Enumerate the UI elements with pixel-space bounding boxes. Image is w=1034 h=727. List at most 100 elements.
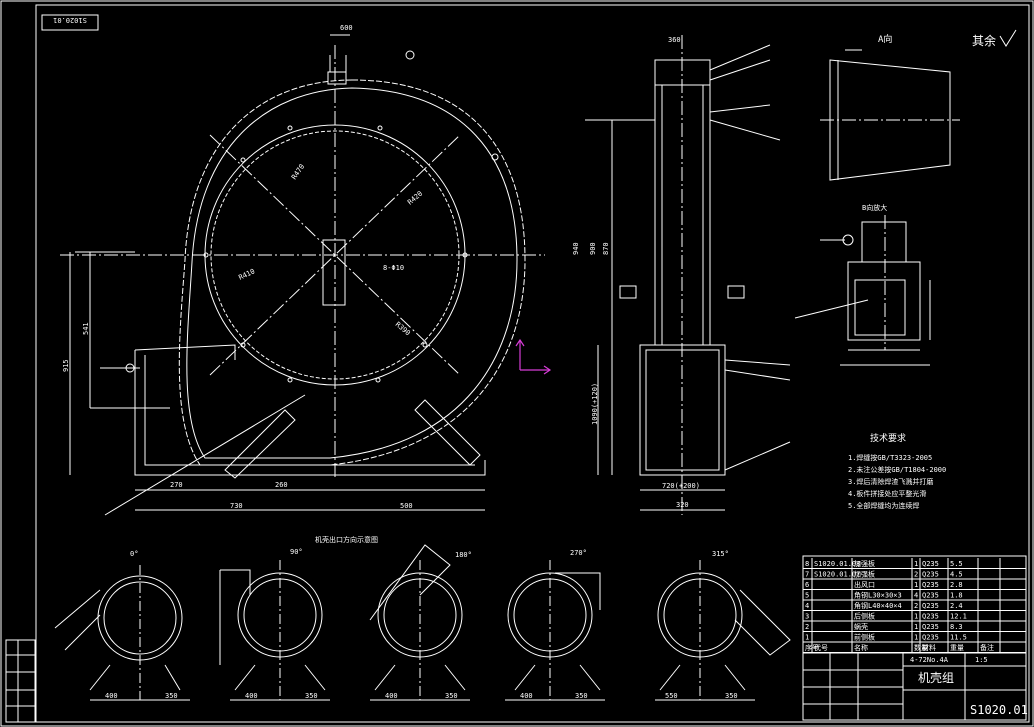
tech-note-1: 1.焊缝按GB/T3323-2005 — [848, 453, 932, 462]
small-view-1-dim-a: 400 — [245, 692, 258, 700]
side-bottom-1: 720(+200) — [662, 482, 700, 490]
side-bottom-2: 320 — [676, 501, 689, 509]
small-view-0-angle: 0° — [130, 550, 138, 558]
small-view-3 — [505, 560, 605, 701]
parts-cell: 4 — [914, 592, 918, 600]
small-view-2-angle: 180° — [455, 551, 472, 559]
parts-cell: 2.4 — [950, 602, 963, 610]
inner-border — [35, 4, 1030, 723]
parts-cell: 后侧板 — [854, 612, 875, 621]
section-label-b: B向放大 — [862, 203, 887, 212]
parts-cell: 11.5 — [950, 634, 967, 642]
scale: 1:5 — [975, 656, 988, 664]
dim-bottom-total-right: 500 — [400, 502, 413, 510]
tech-note-4: 4.板件拼接处应平整光滑 — [848, 489, 926, 498]
parts-cell: S1020.01.07 — [814, 571, 860, 579]
small-view-3-dim-b: 350 — [575, 692, 588, 700]
parts-cell: Q235 — [922, 592, 939, 600]
small-view-2 — [369, 544, 470, 701]
main-view-labels: 600 915 541 270 260 730 500 R470 R420 R4… — [62, 24, 424, 510]
parts-cell: 1 — [805, 634, 809, 642]
parts-header-cell: 名称 — [854, 643, 868, 652]
small-view-3-dim-a: 400 — [520, 692, 533, 700]
parts-header-cell: 重量 — [950, 644, 964, 652]
dim-height-left: 915 — [62, 359, 70, 372]
parts-cell: 6 — [805, 581, 809, 589]
parts-cell: Q235 — [922, 602, 939, 610]
remark-label: 其余 — [972, 33, 996, 48]
drawing-name: 机壳组 — [918, 671, 954, 685]
parts-cell: 1 — [914, 623, 918, 631]
dim-top-width: 600 — [340, 24, 353, 32]
side-height-3: 870 — [602, 242, 610, 255]
tech-note-2: 2.未注公差按GB/T1804-2000 — [848, 465, 946, 474]
dim-bottom-1: 270 — [170, 481, 183, 489]
parts-cell: 7 — [805, 571, 809, 579]
left-margin-table — [5, 639, 36, 723]
parts-cell: 加强板 — [854, 559, 875, 568]
small-view-2-dim-a: 400 — [385, 692, 398, 700]
parts-cell: 出风口 — [854, 580, 875, 589]
small-view-1 — [219, 560, 330, 701]
parts-cell: 1 — [914, 613, 918, 621]
tech-note-3: 3.焊后清除焊渣飞溅并打磨 — [848, 477, 933, 486]
dim-bottom-2: 260 — [275, 481, 288, 489]
dim-height-mid: 541 — [82, 322, 90, 335]
side-height-1: 940 — [572, 242, 580, 255]
parts-cell: 12.1 — [950, 613, 967, 621]
parts-header-cell: 代号 — [814, 643, 828, 652]
parts-cell: 4.5 — [950, 571, 963, 579]
tech-note-5: 5.全部焊缝均为连续焊 — [848, 501, 919, 510]
drawing-number: S1020.01 — [970, 703, 1028, 717]
parts-cell: 8 — [805, 560, 809, 568]
dim-radius-4: R390 — [394, 320, 412, 337]
title-small: 4-72No.4A — [910, 656, 949, 664]
note-hole: 8-Φ10 — [383, 264, 404, 272]
small-view-0-dim-a: 400 — [105, 692, 118, 700]
parts-header-cell: 数量 — [914, 643, 928, 652]
parts-cell: 1.8 — [950, 592, 963, 600]
small-view-1-angle: 90° — [290, 548, 303, 556]
parts-cell: 4 — [805, 602, 809, 610]
parts-cell: Q235 — [922, 581, 939, 589]
parts-cell: 5.5 — [950, 560, 963, 568]
surface-finish-icon — [999, 29, 1017, 47]
parts-cell: 8.3 — [950, 623, 963, 631]
ucs-icon — [515, 338, 552, 375]
parts-header-cell: 材料 — [922, 643, 936, 652]
volute-outer — [178, 79, 526, 466]
dim-radius-3: R410 — [237, 267, 256, 281]
a-view — [820, 49, 960, 181]
section-label-a: A向 — [878, 33, 892, 45]
small-view-2-dim-b: 350 — [445, 692, 458, 700]
parts-cell: 2.8 — [950, 581, 963, 589]
dim-bottom-total-left: 730 — [230, 502, 243, 510]
parts-cell: 1 — [914, 581, 918, 589]
small-view-4 — [655, 560, 791, 701]
side-view — [585, 35, 791, 515]
small-view-0-dim-b: 350 — [165, 692, 178, 700]
parts-cell: 5 — [805, 592, 809, 600]
small-view-4-angle: 315° — [712, 550, 729, 558]
small-view-0 — [54, 565, 190, 701]
parts-cell: Q235 — [922, 634, 939, 642]
parts-cell: 角钢L40×40×4 — [854, 601, 902, 610]
small-view-3-angle: 270° — [570, 549, 587, 557]
tech-notes: 1.焊缝按GB/T3323-2005 2.未注公差按GB/T1804-2000 … — [848, 453, 946, 510]
parts-cell: Q235 — [922, 623, 939, 631]
parts-cell: 2 — [914, 602, 918, 610]
small-view-1-dim-b: 350 — [305, 692, 318, 700]
dim-radius-1: R470 — [290, 163, 306, 181]
parts-header-cell: 备注 — [980, 643, 994, 652]
side-width: 360 — [668, 36, 681, 44]
parts-cell: 1 — [914, 634, 918, 642]
rotated-title-box: S1020.01 — [41, 14, 99, 31]
parts-cell: 2 — [805, 623, 809, 631]
parts-cell: 蜗壳 — [854, 622, 868, 631]
small-view-4-dim-a: 550 — [665, 692, 678, 700]
parts-cell: Q235 — [922, 613, 939, 621]
side-height-2: 900 — [589, 242, 597, 255]
